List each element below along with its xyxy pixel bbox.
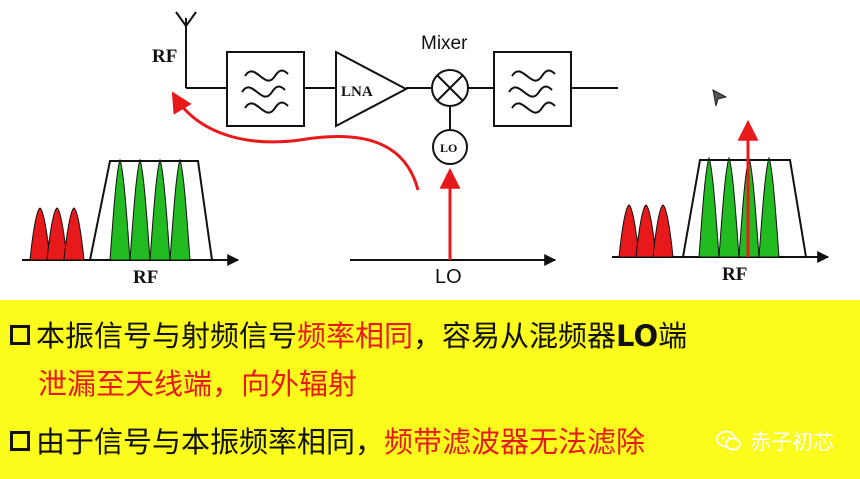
bandpass-filter-icon-2 (493, 51, 572, 127)
notes-panel: 本振信号与射频信号频率相同，容易从混频器LO端 泄漏至天线端，向外辐射 由于信号… (0, 300, 860, 479)
mixer-label: Mixer (421, 33, 468, 54)
note-line-2: 泄漏至天线端，向外辐射 (38, 367, 358, 401)
lo-box-label: LO (440, 141, 457, 155)
rf-antenna-label: RF (152, 46, 177, 67)
signal-path (186, 87, 618, 130)
mixer-icon (431, 69, 469, 107)
desired-channels-right (698, 156, 780, 258)
right-rf-spectrum (612, 89, 830, 263)
right-spectrum-label: RF (722, 264, 747, 285)
blocker-tones-right (618, 204, 674, 258)
lna-amplifier-icon (335, 50, 409, 128)
watermark-text: 赤子初芯 (750, 430, 834, 454)
blocker-tones (29, 207, 85, 261)
lo-leakage-arrow (171, 91, 420, 191)
antenna-icon (175, 11, 197, 88)
lo-axis-label: LO (435, 266, 462, 288)
cursor-icon (712, 89, 728, 107)
bullet-square-icon (10, 325, 30, 345)
note-line-3: 由于信号与本振频率相同，频带滤波器无法滤除 (10, 424, 645, 460)
note-line-1: 本振信号与射频信号频率相同，容易从混频器LO端 (10, 318, 687, 354)
desired-channels (109, 158, 191, 261)
left-spectrum-label: RF (133, 267, 158, 288)
watermark: 赤子初芯 (716, 426, 834, 456)
lo-leakage-diagram: RF LNA Mixer LO LO (22, 11, 830, 288)
bandpass-filter-icon (226, 51, 305, 127)
wechat-icon (716, 430, 741, 451)
lo-oscillator-icon (432, 129, 468, 165)
left-rf-spectrum (22, 158, 240, 266)
lna-label: LNA (341, 84, 373, 100)
bullet-square-icon (10, 431, 30, 451)
